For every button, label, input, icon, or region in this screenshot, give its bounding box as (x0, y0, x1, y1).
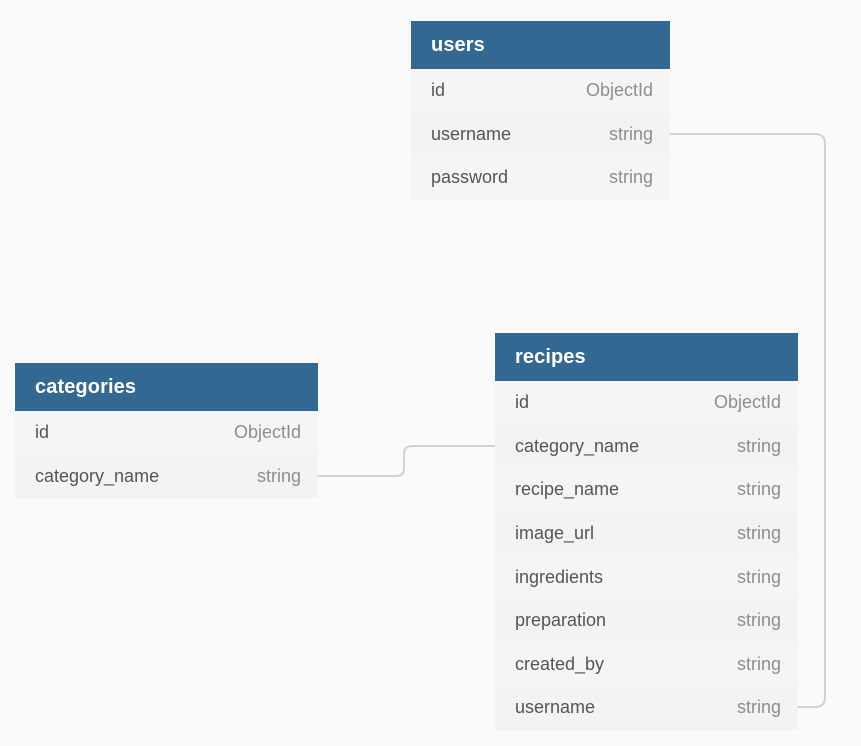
field-name: username (431, 123, 512, 144)
field-row-recipe-name[interactable]: recipe_name string (495, 468, 798, 512)
field-name: recipe_name (515, 479, 620, 500)
field-name: preparation (515, 610, 607, 631)
field-type: string (736, 479, 781, 500)
field-name: password (431, 167, 509, 188)
field-row-category-name[interactable]: category_name string (15, 454, 318, 499)
field-name: image_url (515, 523, 595, 544)
field-name: id (35, 422, 50, 443)
field-row-image-url[interactable]: image_url string (495, 511, 798, 556)
field-row-password[interactable]: password string (411, 156, 670, 200)
field-type: string (736, 523, 781, 544)
table-fields: id ObjectId username string password str… (411, 69, 670, 200)
field-row-ingredients[interactable]: ingredients string (495, 555, 798, 599)
table-fields: id ObjectId category_name string recipe_… (495, 381, 798, 730)
table-categories[interactable]: categories id ObjectId category_name str… (15, 363, 318, 499)
table-header[interactable]: categories (15, 363, 318, 411)
field-name: created_by (515, 653, 605, 674)
field-row-created-by[interactable]: created_by string (495, 642, 798, 687)
field-name: ingredients (515, 566, 604, 587)
field-name: category_name (35, 465, 160, 486)
field-name: username (515, 697, 596, 718)
field-type: string (256, 465, 301, 486)
field-row-category-name[interactable]: category_name string (495, 424, 798, 469)
field-type: ObjectId (233, 422, 301, 443)
field-name: id (515, 392, 530, 413)
field-row-id[interactable]: id ObjectId (495, 381, 798, 425)
table-header[interactable]: recipes (495, 333, 798, 381)
field-type: string (608, 167, 653, 188)
table-fields: id ObjectId category_name string (15, 411, 318, 499)
field-row-preparation[interactable]: preparation string (495, 598, 798, 643)
field-type: ObjectId (585, 80, 653, 101)
table-recipes[interactable]: recipes id ObjectId category_name string… (495, 333, 798, 730)
field-row-id[interactable]: id ObjectId (411, 69, 670, 113)
field-type: string (736, 435, 781, 456)
field-name: id (431, 80, 446, 101)
field-row-id[interactable]: id ObjectId (15, 411, 318, 455)
field-type: string (736, 697, 781, 718)
field-name: category_name (515, 435, 640, 456)
field-type: ObjectId (713, 392, 781, 413)
field-type: string (608, 123, 653, 144)
field-row-username[interactable]: username string (411, 112, 670, 157)
field-row-username[interactable]: username string (495, 686, 798, 730)
table-header[interactable]: users (411, 21, 670, 69)
connector-categories-recipes[interactable] (318, 445, 495, 477)
table-users[interactable]: users id ObjectId username string passwo… (411, 21, 670, 200)
field-type: string (736, 610, 781, 631)
field-type: string (736, 566, 781, 587)
field-type: string (736, 653, 781, 674)
